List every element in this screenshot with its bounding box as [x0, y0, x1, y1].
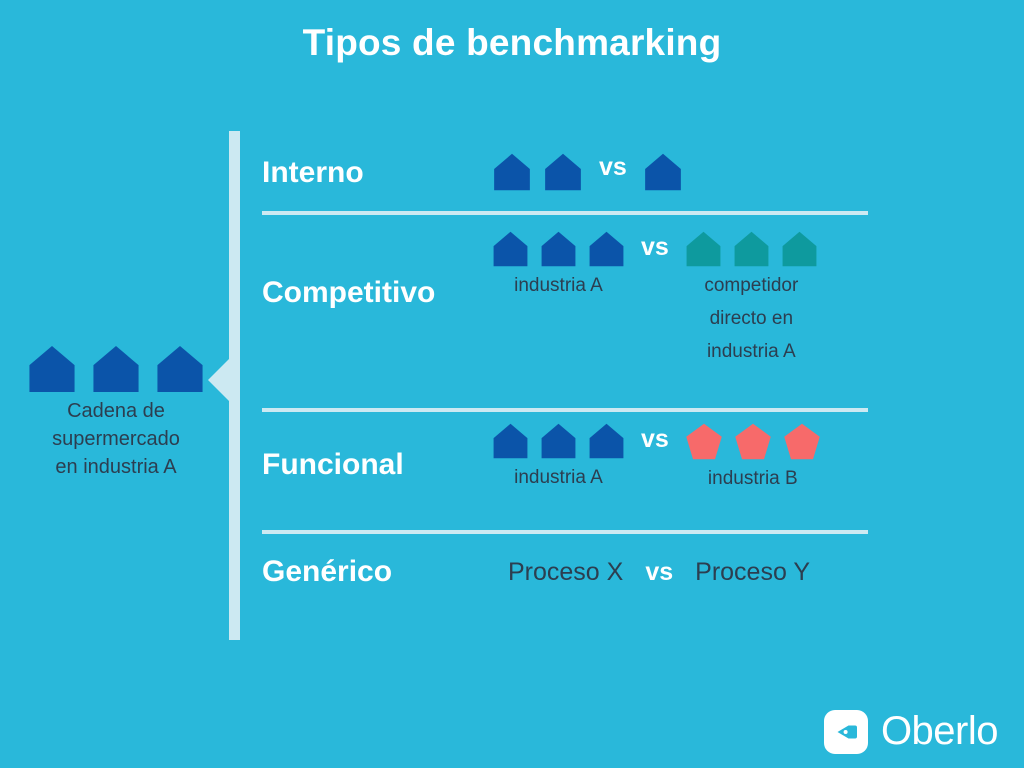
row-content-competitivo: industria A vs competidor directo en ind… [490, 231, 868, 368]
vs-label: vs [641, 233, 669, 261]
row-label-interno: Interno [262, 156, 364, 189]
source-icon-group [18, 345, 214, 393]
row-content-interno: vs [490, 153, 868, 193]
oberlo-logo[interactable]: Oberlo [823, 709, 999, 754]
pentagon-icon [686, 423, 722, 460]
row-label-competitivo: Competitivo [262, 276, 436, 309]
vertical-spine [229, 131, 240, 640]
row-interno[interactable]: Interno vs [262, 153, 868, 193]
row-divider [262, 408, 868, 412]
house-icon [589, 423, 624, 459]
house-icon [589, 231, 624, 267]
page-title: Tipos de benchmarking [302, 22, 722, 63]
icon-group [490, 153, 585, 191]
row-content-generico: Proceso X vs Proceso Y [490, 558, 868, 587]
group-competitivo-left: industria A [490, 231, 627, 302]
icon-group [490, 423, 627, 459]
group-competitivo-right: competidor directo en industria A [683, 231, 820, 368]
row-divider [262, 530, 868, 534]
row-divider [262, 211, 868, 215]
row-competitivo[interactable]: Competitivo industria A vs competidor di… [262, 231, 868, 368]
benchmark-rows: Interno vs Competitivo industria A v [262, 131, 868, 640]
source-block: Cadena de supermercado en industria A [18, 345, 214, 481]
row-label-funcional: Funcional [262, 448, 404, 481]
pentagon-icon [784, 423, 820, 460]
house-icon [686, 231, 721, 267]
house-icon [493, 423, 528, 459]
group-caption: competidor directo en industria A [704, 275, 799, 362]
proceso-y-label: Proceso Y [695, 557, 811, 586]
house-icon [545, 153, 581, 191]
vs-wrap: vs [627, 425, 683, 454]
oberlo-wordmark: Oberlo [880, 709, 999, 753]
icon-group [490, 231, 627, 267]
row-label-generico: Genérico [262, 555, 393, 588]
pentagon-icon [735, 423, 771, 460]
row-content-funcional: industria A vs industria B [490, 423, 868, 495]
proceso-x-label: Proceso X [508, 557, 624, 586]
house-icon [782, 231, 817, 267]
house-icon [541, 423, 576, 459]
house-icon [29, 345, 75, 393]
group-funcional-right: industria B [683, 423, 823, 495]
house-icon [494, 153, 530, 191]
vs-label: vs [645, 557, 674, 586]
house-icon [644, 153, 681, 191]
house-icon [93, 345, 139, 393]
vs-label: vs [599, 153, 627, 181]
house-icon [493, 231, 528, 267]
house-icon [541, 231, 576, 267]
icon-group [641, 153, 685, 191]
row-funcional[interactable]: Funcional industria A vs industria B [262, 423, 868, 495]
icon-group [683, 231, 820, 267]
icon-group [683, 423, 823, 460]
group-interno-left [490, 153, 585, 193]
group-caption: industria A [514, 467, 603, 488]
vs-wrap: vs [627, 233, 683, 262]
group-caption: industria B [707, 468, 798, 489]
vs-wrap: vs [585, 153, 641, 182]
vs-label: vs [641, 425, 669, 453]
group-interno-right [641, 153, 685, 193]
tag-icon [823, 709, 868, 754]
house-icon [157, 345, 203, 393]
left-arrow-icon [208, 358, 230, 402]
house-icon [734, 231, 769, 267]
group-funcional-left: industria A [490, 423, 627, 494]
row-generico[interactable]: Genérico Proceso X vs Proceso Y [262, 555, 868, 589]
group-caption: industria A [514, 275, 603, 296]
source-caption: Cadena de supermercado en industria A [52, 400, 180, 478]
